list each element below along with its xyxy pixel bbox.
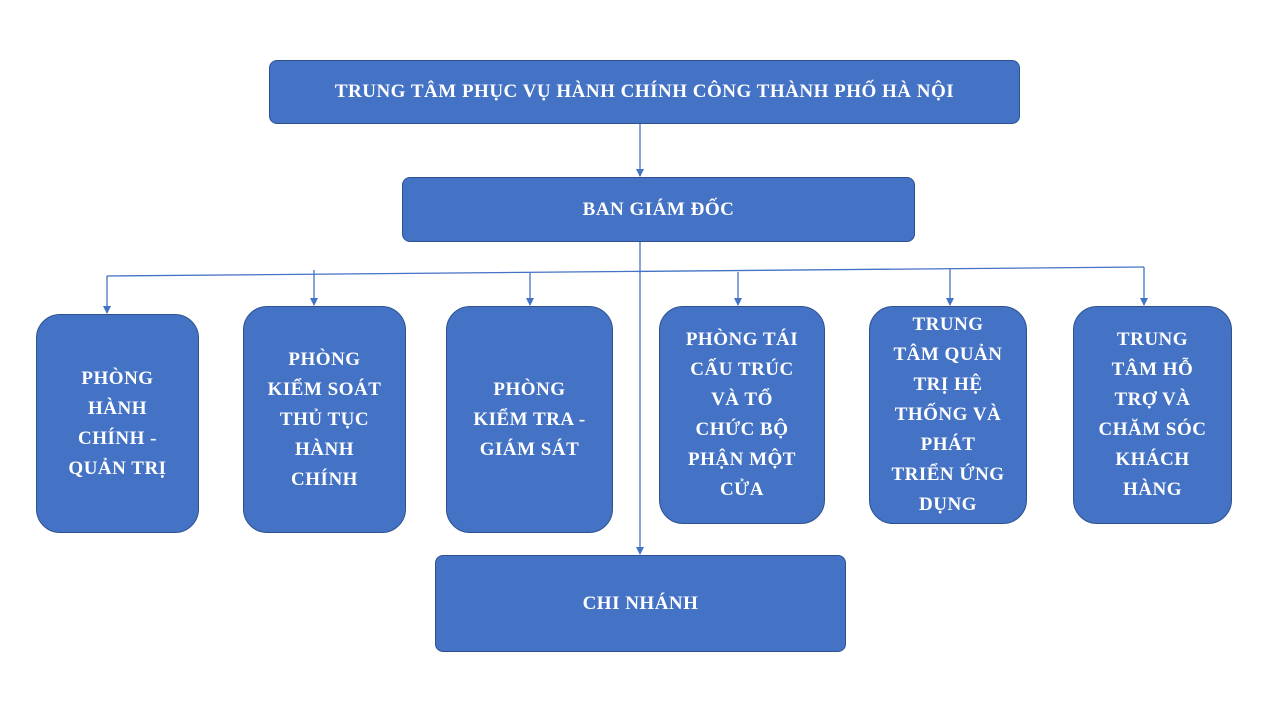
dept-node-support-center-label: TRUNG TÂM HỖ TRỢ VÀ CHĂM SÓC KHÁCH HÀNG bbox=[1098, 329, 1207, 500]
branch-node-label: CHI NHÁNH bbox=[582, 592, 699, 614]
board-node-label: BAN GIÁM ĐỐC bbox=[582, 198, 735, 220]
dept-node-system-center: TRUNG TÂM QUẢN TRỊ HỆ THỐNG VÀ PHÁT TRIỂ… bbox=[869, 306, 1027, 524]
dept-node-support-center: TRUNG TÂM HỖ TRỢ VÀ CHĂM SÓC KHÁCH HÀNG bbox=[1073, 306, 1232, 524]
department-bus-line bbox=[106, 266, 1145, 277]
root-node: TRUNG TÂM PHỤC VỤ HÀNH CHÍNH CÔNG THÀNH … bbox=[269, 60, 1020, 124]
dept-node-inspection: PHÒNG KIỂM TRA - GIÁM SÁT bbox=[446, 306, 613, 533]
dept-node-inspection-label: PHÒNG KIỂM TRA - GIÁM SÁT bbox=[473, 378, 586, 460]
dept-node-admin-label: PHÒNG HÀNH CHÍNH - QUẢN TRỊ bbox=[68, 367, 167, 479]
dept-node-procedure-control-label: PHÒNG KIỂM SOÁT THỦ TỤC HÀNH CHÍNH bbox=[267, 348, 382, 490]
dept-node-restructuring: PHÒNG TÁI CẤU TRÚC VÀ TỔ CHỨC BỘ PHẬN MỘ… bbox=[659, 306, 825, 524]
board-node: BAN GIÁM ĐỐC bbox=[402, 177, 915, 242]
dept-node-admin: PHÒNG HÀNH CHÍNH - QUẢN TRỊ bbox=[36, 314, 199, 533]
dept-node-restructuring-label: PHÒNG TÁI CẤU TRÚC VÀ TỔ CHỨC BỘ PHẬN MỘ… bbox=[685, 329, 799, 500]
dept-node-system-center-label: TRUNG TÂM QUẢN TRỊ HỆ THỐNG VÀ PHÁT TRIỂ… bbox=[891, 314, 1005, 515]
branch-node: CHI NHÁNH bbox=[435, 555, 846, 652]
dept-node-procedure-control: PHÒNG KIỂM SOÁT THỦ TỤC HÀNH CHÍNH bbox=[243, 306, 406, 533]
root-node-label: TRUNG TÂM PHỤC VỤ HÀNH CHÍNH CÔNG THÀNH … bbox=[334, 81, 955, 102]
